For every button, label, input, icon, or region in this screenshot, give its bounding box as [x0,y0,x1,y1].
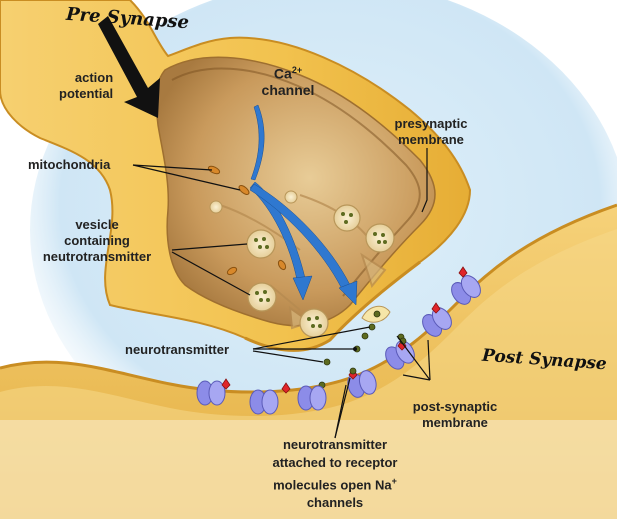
ca-superscript: 2+ [291,65,303,75]
attached-line4: channels [306,495,364,511]
label-leader-lines [132,148,431,439]
vesicle-line3: neutrotransmitter [42,249,152,264]
action-potential-line2: potential [59,86,114,101]
action-potential-line1: action [74,70,114,85]
post-synaptic-line1: post-synaptic [412,399,498,414]
post-synaptic-membrane-label: post-synaptic membrane [395,399,515,431]
ca-channel-arrows [249,104,358,306]
presynaptic-line2: membrane [398,132,464,147]
neurotransmitter-label: neurotransmitter [125,342,230,357]
presynaptic-line1: presynaptic [394,116,468,131]
ca-channel-label: Ca2+ channel [248,62,328,98]
ca-channel-line1: Ca2+ [248,62,328,82]
post-synaptic-line2: membrane [422,415,488,430]
action-potential-label: action potential [59,70,113,102]
vesicle-group [209,190,395,338]
mitochondria-group [207,165,287,276]
vesicle-label: vesicle containing neutrotransmitter [22,217,172,265]
presynaptic-membrane-label: presynaptic membrane [376,116,486,148]
attached-receptor-label: neurotransmitter attached to receptor mo… [220,436,450,512]
vesicle-line2: containing [64,233,130,248]
attached-line3-base: molecules open Na [273,477,392,493]
released-neurotransmitter-group [318,310,405,389]
attached-line2: attached to receptor [272,455,398,470]
ca-channel-line2: channel [261,81,315,98]
attached-line1: neurotransmitter [282,437,388,452]
action-potential-arrow [98,16,160,118]
attached-line3: molecules open Na+ [220,472,450,494]
vesicle-line1: vesicle [75,217,119,232]
mitochondria-label: mitochondria [28,157,111,172]
ca-base: Ca [273,65,292,82]
attached-line3-sup: + [391,476,397,486]
